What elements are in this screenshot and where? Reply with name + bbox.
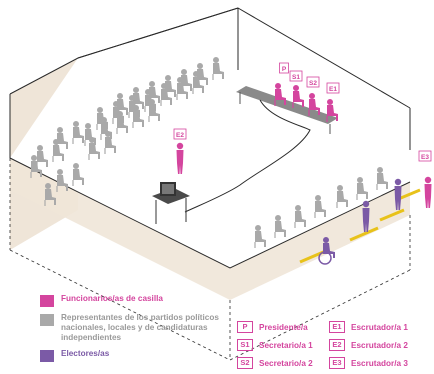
svg-text:S1: S1 — [292, 74, 300, 81]
official-figure — [424, 176, 432, 208]
role-code: P — [237, 321, 253, 333]
representative-figure — [294, 205, 306, 228]
officials-table — [236, 86, 338, 124]
role-name: Escrutador/a 3 — [351, 358, 408, 368]
legend-swatch — [40, 314, 54, 326]
svg-text:E1: E1 — [329, 86, 337, 93]
role-name: Secretario/a 1 — [259, 340, 313, 350]
voter-figure — [318, 237, 335, 265]
floor-dashed-edges — [9, 158, 411, 361]
role-name: Presidente/a — [259, 322, 308, 332]
representative-figure — [52, 139, 64, 162]
representative-figure — [148, 99, 160, 122]
role-name: Secretario/a 2 — [259, 358, 313, 368]
scene-tag-s1: S1 — [289, 70, 303, 82]
representative-figure — [56, 169, 68, 192]
representative-figure — [84, 123, 96, 146]
representative-figure — [212, 57, 224, 80]
legend-label: Electores/as — [61, 349, 110, 358]
legend-label: Representantes de los partidos políticos… — [61, 313, 219, 342]
representative-figure — [376, 167, 388, 190]
representative-figure — [44, 183, 56, 206]
legend-label: Funcionarios/as de casilla — [61, 294, 163, 303]
legend-item-officials: Funcionarios/as de casilla — [40, 294, 220, 307]
representative-figure — [88, 137, 100, 160]
legend-item-representatives: Representantes de los partidos políticos… — [40, 313, 220, 343]
representative-figure — [176, 77, 188, 100]
representative-figure — [116, 111, 128, 134]
svg-text:E3: E3 — [421, 154, 429, 161]
scene-tag-s2: S2 — [306, 76, 320, 88]
role-item: S1 Secretario/a 1 — [237, 339, 329, 351]
role-code: E1 — [329, 321, 345, 333]
role-code: S2 — [237, 357, 253, 369]
role-name: Escrutador/a 2 — [351, 340, 408, 350]
representative-figure — [314, 195, 326, 218]
role-item: S2 Secretario/a 2 — [237, 357, 329, 369]
official-figure — [292, 85, 304, 108]
room-outline — [9, 7, 411, 158]
role-item: E2 Escrutador/a 2 — [329, 339, 427, 351]
ballot-box-station — [152, 182, 190, 224]
legend-swatch — [40, 350, 54, 362]
role-item: E3 Escrutador/a 3 — [329, 357, 427, 369]
role-item: P Presidente/a — [237, 321, 329, 333]
back-floor — [10, 8, 410, 268]
front-wall-top — [9, 157, 411, 269]
official-figure — [274, 83, 286, 106]
role-code: E2 — [329, 339, 345, 351]
scene-tag-e1: E1 — [326, 82, 340, 94]
front-wall-fill — [10, 158, 230, 300]
representative-figure — [160, 83, 172, 106]
representative-figure — [104, 131, 116, 154]
scene-tag-e2: E2 — [173, 128, 187, 140]
representative-figure — [30, 155, 42, 178]
power-cable — [184, 99, 311, 213]
representative-figure — [72, 163, 84, 186]
representative-figure — [254, 225, 266, 248]
legend: Funcionarios/as de casilla Representante… — [40, 294, 220, 368]
role-code: S1 — [237, 339, 253, 351]
svg-text:P: P — [282, 66, 287, 73]
role-name: Escrutador/a 1 — [351, 322, 408, 332]
legend-swatch — [40, 295, 54, 307]
representative-figure — [274, 215, 286, 238]
representative-figure — [192, 71, 204, 94]
representatives-group — [30, 57, 388, 248]
official-figure — [308, 93, 320, 116]
representative-figure — [356, 177, 368, 200]
scene-tag-e3: E3 — [418, 150, 432, 162]
voter-figure — [394, 178, 402, 210]
representative-figure — [100, 117, 112, 140]
scene-tag-p: P — [279, 62, 289, 74]
legend-item-voters: Electores/as — [40, 349, 220, 362]
official-figure — [176, 142, 184, 174]
role-code: E3 — [329, 357, 345, 369]
voter-figure — [362, 200, 370, 232]
svg-text:E2: E2 — [176, 132, 184, 139]
svg-text:S2: S2 — [309, 80, 317, 87]
officials-group — [176, 83, 432, 208]
representative-figure — [72, 121, 84, 144]
representative-figure — [132, 105, 144, 128]
official-figure — [326, 99, 338, 122]
role-item: E1 Escrutador/a 1 — [329, 321, 427, 333]
voters-group — [318, 178, 402, 265]
representative-figure — [336, 185, 348, 208]
